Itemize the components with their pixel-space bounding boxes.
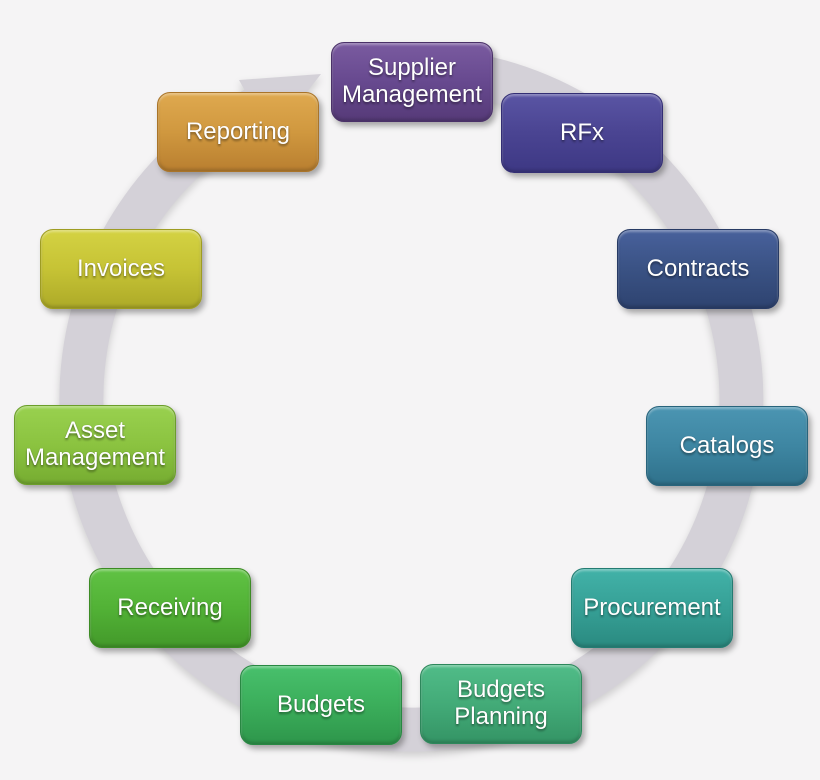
- node-label: Procurement: [583, 593, 721, 621]
- node-invoices: Invoices: [40, 229, 202, 309]
- node-reporting: Reporting: [157, 92, 319, 172]
- node-label: Invoices: [76, 254, 166, 282]
- node-label: Reporting: [185, 117, 291, 145]
- node-budgets: Budgets: [240, 665, 402, 745]
- node-catalogs: Catalogs: [646, 406, 808, 486]
- node-label: RFx: [560, 118, 604, 146]
- node-supplier-management: Supplier Management: [331, 42, 493, 122]
- node-budgets-planning: Budgets Planning: [420, 664, 582, 744]
- node-procurement: Procurement: [571, 568, 733, 648]
- node-label: Receiving: [117, 593, 223, 621]
- node-label: Asset Management: [24, 417, 166, 471]
- node-contracts: Contracts: [617, 229, 779, 309]
- node-label: Budgets Planning: [454, 676, 548, 730]
- node-label: Supplier Management: [341, 54, 483, 108]
- node-label: Catalogs: [679, 431, 775, 459]
- node-label: Contracts: [646, 254, 750, 282]
- node-asset-management: Asset Management: [14, 405, 176, 485]
- node-rfx: RFx: [501, 93, 663, 173]
- node-receiving: Receiving: [89, 568, 251, 648]
- node-label: Budgets: [276, 690, 366, 718]
